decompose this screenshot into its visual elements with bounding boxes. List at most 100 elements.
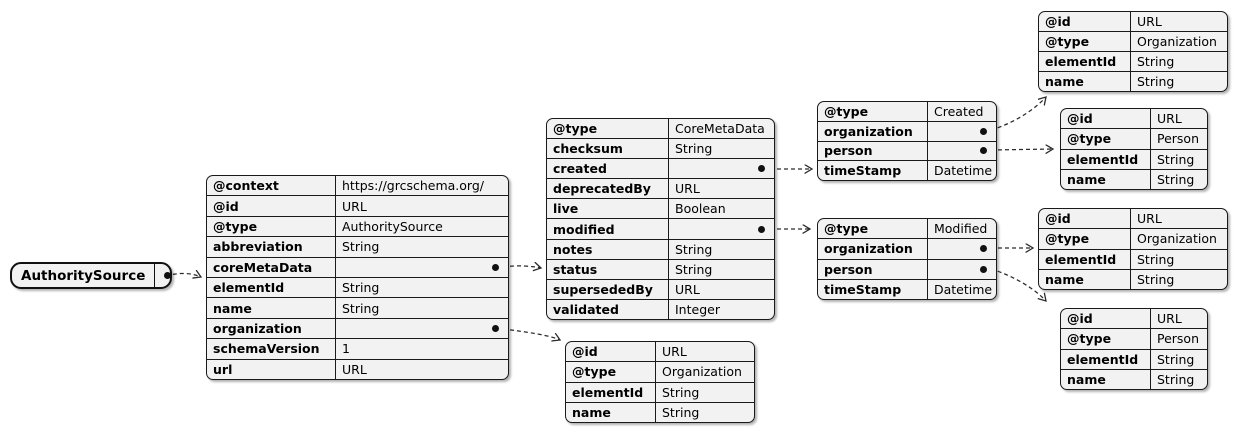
value-cell: URL: [675, 281, 700, 297]
key-cell: timeStamp: [818, 161, 928, 180]
value-cell: Person: [1157, 131, 1200, 147]
key-cell: @id: [566, 342, 656, 362]
key-cell: name: [1039, 72, 1131, 91]
table-row: name String: [1039, 268, 1227, 289]
table-row: @id URL: [1061, 109, 1207, 129]
key-cell: coreMetaData: [207, 257, 336, 278]
value-cell: String: [1157, 351, 1195, 367]
ref-bullet-icon: [980, 127, 987, 135]
value-cell: 1: [342, 341, 350, 357]
value-cell: URL: [675, 181, 700, 197]
key-cell: @type: [566, 362, 656, 382]
table-row: elementId String: [1039, 248, 1227, 269]
table-row: name String: [1039, 71, 1227, 91]
key-cell: @id: [1039, 209, 1131, 229]
value-cell: URL: [1137, 14, 1162, 29]
table-row: person: [818, 258, 996, 279]
key-cell: deprecatedBy: [547, 179, 669, 199]
table-row: name String: [207, 297, 508, 318]
key-cell: elementId: [1039, 249, 1131, 269]
value-cell: CoreMetaData: [675, 121, 765, 137]
key-cell: @id: [1039, 12, 1131, 31]
value-cell: Modified: [934, 221, 988, 237]
key-cell: live: [547, 199, 669, 219]
value-cell: String: [342, 300, 380, 316]
table-row: supersededBy URL: [547, 278, 774, 299]
value-cell: Datetime: [934, 163, 993, 179]
key-cell: name: [566, 402, 656, 422]
connector-organization: [502, 328, 560, 340]
key-cell: @id: [1061, 309, 1151, 329]
key-cell: name: [1061, 369, 1151, 389]
root-node-label: AuthoritySource: [21, 267, 146, 284]
value-cell: String: [1137, 54, 1175, 69]
key-cell: organization: [207, 318, 336, 339]
table-row: timeStamp Datetime: [818, 278, 996, 299]
value-cell: URL: [1137, 211, 1162, 227]
value-cell: URL: [342, 361, 367, 377]
key-cell: timeStamp: [818, 279, 928, 299]
key-cell: supersededBy: [547, 279, 669, 299]
value-cell: Datetime: [934, 281, 993, 297]
table-row: organization: [818, 120, 996, 141]
value-cell: String: [1137, 271, 1175, 287]
key-cell: abbreviation: [207, 237, 336, 257]
value-cell: AuthoritySource: [342, 219, 443, 235]
value-cell: String: [1157, 171, 1195, 187]
connector-created-organization: [990, 97, 1046, 131]
value-cell: String: [1137, 251, 1175, 267]
key-cell: organization: [818, 239, 928, 259]
value-cell: Organization: [1137, 231, 1217, 247]
table-row: name String: [566, 401, 754, 422]
key-cell: elementId: [1039, 52, 1131, 71]
value-cell: [336, 258, 508, 277]
root-node-authority-source: AuthoritySource: [10, 262, 172, 289]
value-cell: String: [675, 261, 713, 277]
value-cell: URL: [1157, 111, 1182, 127]
table-row: deprecatedBy URL: [547, 178, 774, 199]
table-row: organization: [818, 238, 996, 259]
key-cell: name: [207, 298, 336, 318]
key-cell: @id: [1061, 109, 1151, 129]
table-row: modified: [547, 218, 774, 239]
ref-bullet-icon: [980, 147, 987, 155]
key-cell: @type: [547, 119, 669, 139]
value-cell: Created: [934, 103, 984, 119]
key-cell: elementId: [207, 278, 336, 298]
key-cell: checksum: [547, 139, 669, 159]
table-row: created: [547, 158, 774, 179]
value-cell: String: [1137, 74, 1175, 89]
key-cell: validated: [547, 299, 669, 319]
value-cell: [669, 219, 774, 238]
key-cell: @type: [1039, 229, 1131, 249]
key-cell: @type: [818, 219, 928, 239]
value-cell: String: [662, 404, 700, 420]
key-cell: name: [1039, 269, 1131, 289]
key-cell: @context: [207, 176, 336, 196]
table-row: @id URL: [1039, 12, 1227, 31]
key-cell: modified: [547, 219, 669, 239]
value-cell: URL: [1157, 311, 1182, 327]
table-row: @type Modified: [818, 219, 996, 239]
key-cell: person: [818, 259, 928, 279]
value-cell: String: [1157, 371, 1195, 387]
